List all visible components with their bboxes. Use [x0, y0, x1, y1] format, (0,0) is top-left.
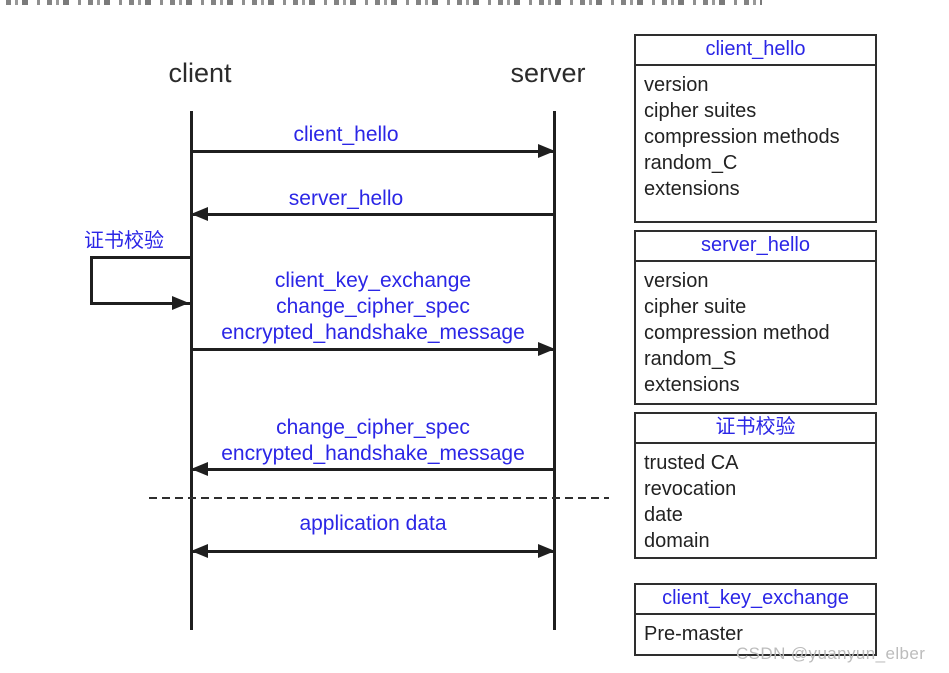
arrowhead-left-icon: [191, 462, 208, 476]
self-loop-arrowhead-icon: [172, 296, 189, 310]
csdn-watermark: CSDN @yuanyun_elber: [736, 644, 926, 663]
arrow-server-to-client: [191, 207, 554, 221]
cert-check-self-loop: [90, 256, 191, 305]
info-box-server-hello: server_hello version cipher suite compre…: [634, 230, 877, 405]
info-box-client-key-exchange: client_key_exchange Pre-master: [634, 583, 877, 656]
info-box-item: version: [644, 74, 709, 96]
info-box-item: Pre-master: [644, 623, 743, 645]
arrowhead-left-icon: [191, 207, 208, 221]
info-box-item: random_S: [644, 348, 737, 370]
info-box-item: random_C: [644, 152, 738, 174]
info-box-items: version cipher suite compression method …: [636, 262, 875, 398]
info-box-item: cipher suite: [644, 296, 747, 318]
info-box-item: date: [644, 504, 683, 526]
info-box-item: extensions: [644, 178, 740, 200]
info-box-items: trusted CA revocation date domain: [636, 444, 875, 554]
info-box-title: 证书校验: [636, 414, 875, 444]
server-lifeline: [553, 111, 556, 630]
arrowhead-right-icon: [538, 144, 555, 158]
message-label-application-data: application data: [299, 512, 447, 535]
arrow-client-to-server: [192, 144, 555, 158]
info-box-title: client_hello: [636, 36, 875, 66]
info-box-cert-check: 证书校验 trusted CA revocation date domain: [634, 412, 877, 559]
cert-check-label: 证书校验: [84, 230, 164, 252]
actor-client-label: client: [168, 58, 232, 88]
arrowhead-right-icon: [538, 544, 555, 558]
arrow-bidirectional: [191, 544, 555, 558]
arrowhead-right-icon: [538, 342, 555, 356]
info-box-title: client_key_exchange: [636, 585, 875, 615]
clipped-top-text-remnant: [6, 0, 762, 5]
arrow-client-to-server: [192, 342, 555, 356]
handshake-data-separator: [149, 497, 609, 499]
info-box-item: cipher suites: [644, 100, 757, 122]
info-box-item: domain: [644, 530, 710, 552]
message-label-server-finished-block: change_cipher_spec encrypted_handshake_m…: [221, 416, 525, 465]
arrow-server-to-client: [191, 462, 554, 476]
info-box-items: Pre-master: [636, 615, 875, 647]
message-label-key-exchange-block: client_key_exchange change_cipher_spec e…: [221, 269, 525, 344]
message-label-server-hello: server_hello: [288, 187, 404, 210]
arrowhead-left-icon: [191, 544, 208, 558]
info-box-item: extensions: [644, 374, 740, 396]
info-box-item: compression methods: [644, 126, 840, 148]
info-box-title: server_hello: [636, 232, 875, 262]
info-box-item: version: [644, 270, 709, 292]
client-lifeline: [190, 111, 193, 630]
message-label-client-hello: client_hello: [293, 123, 399, 146]
info-box-item: trusted CA: [644, 452, 739, 474]
info-box-items: version cipher suites compression method…: [636, 66, 875, 202]
actor-server-label: server: [510, 58, 586, 88]
info-box-item: revocation: [644, 478, 737, 500]
info-box-client-hello: client_hello version cipher suites compr…: [634, 34, 877, 223]
info-box-item: compression method: [644, 322, 830, 344]
